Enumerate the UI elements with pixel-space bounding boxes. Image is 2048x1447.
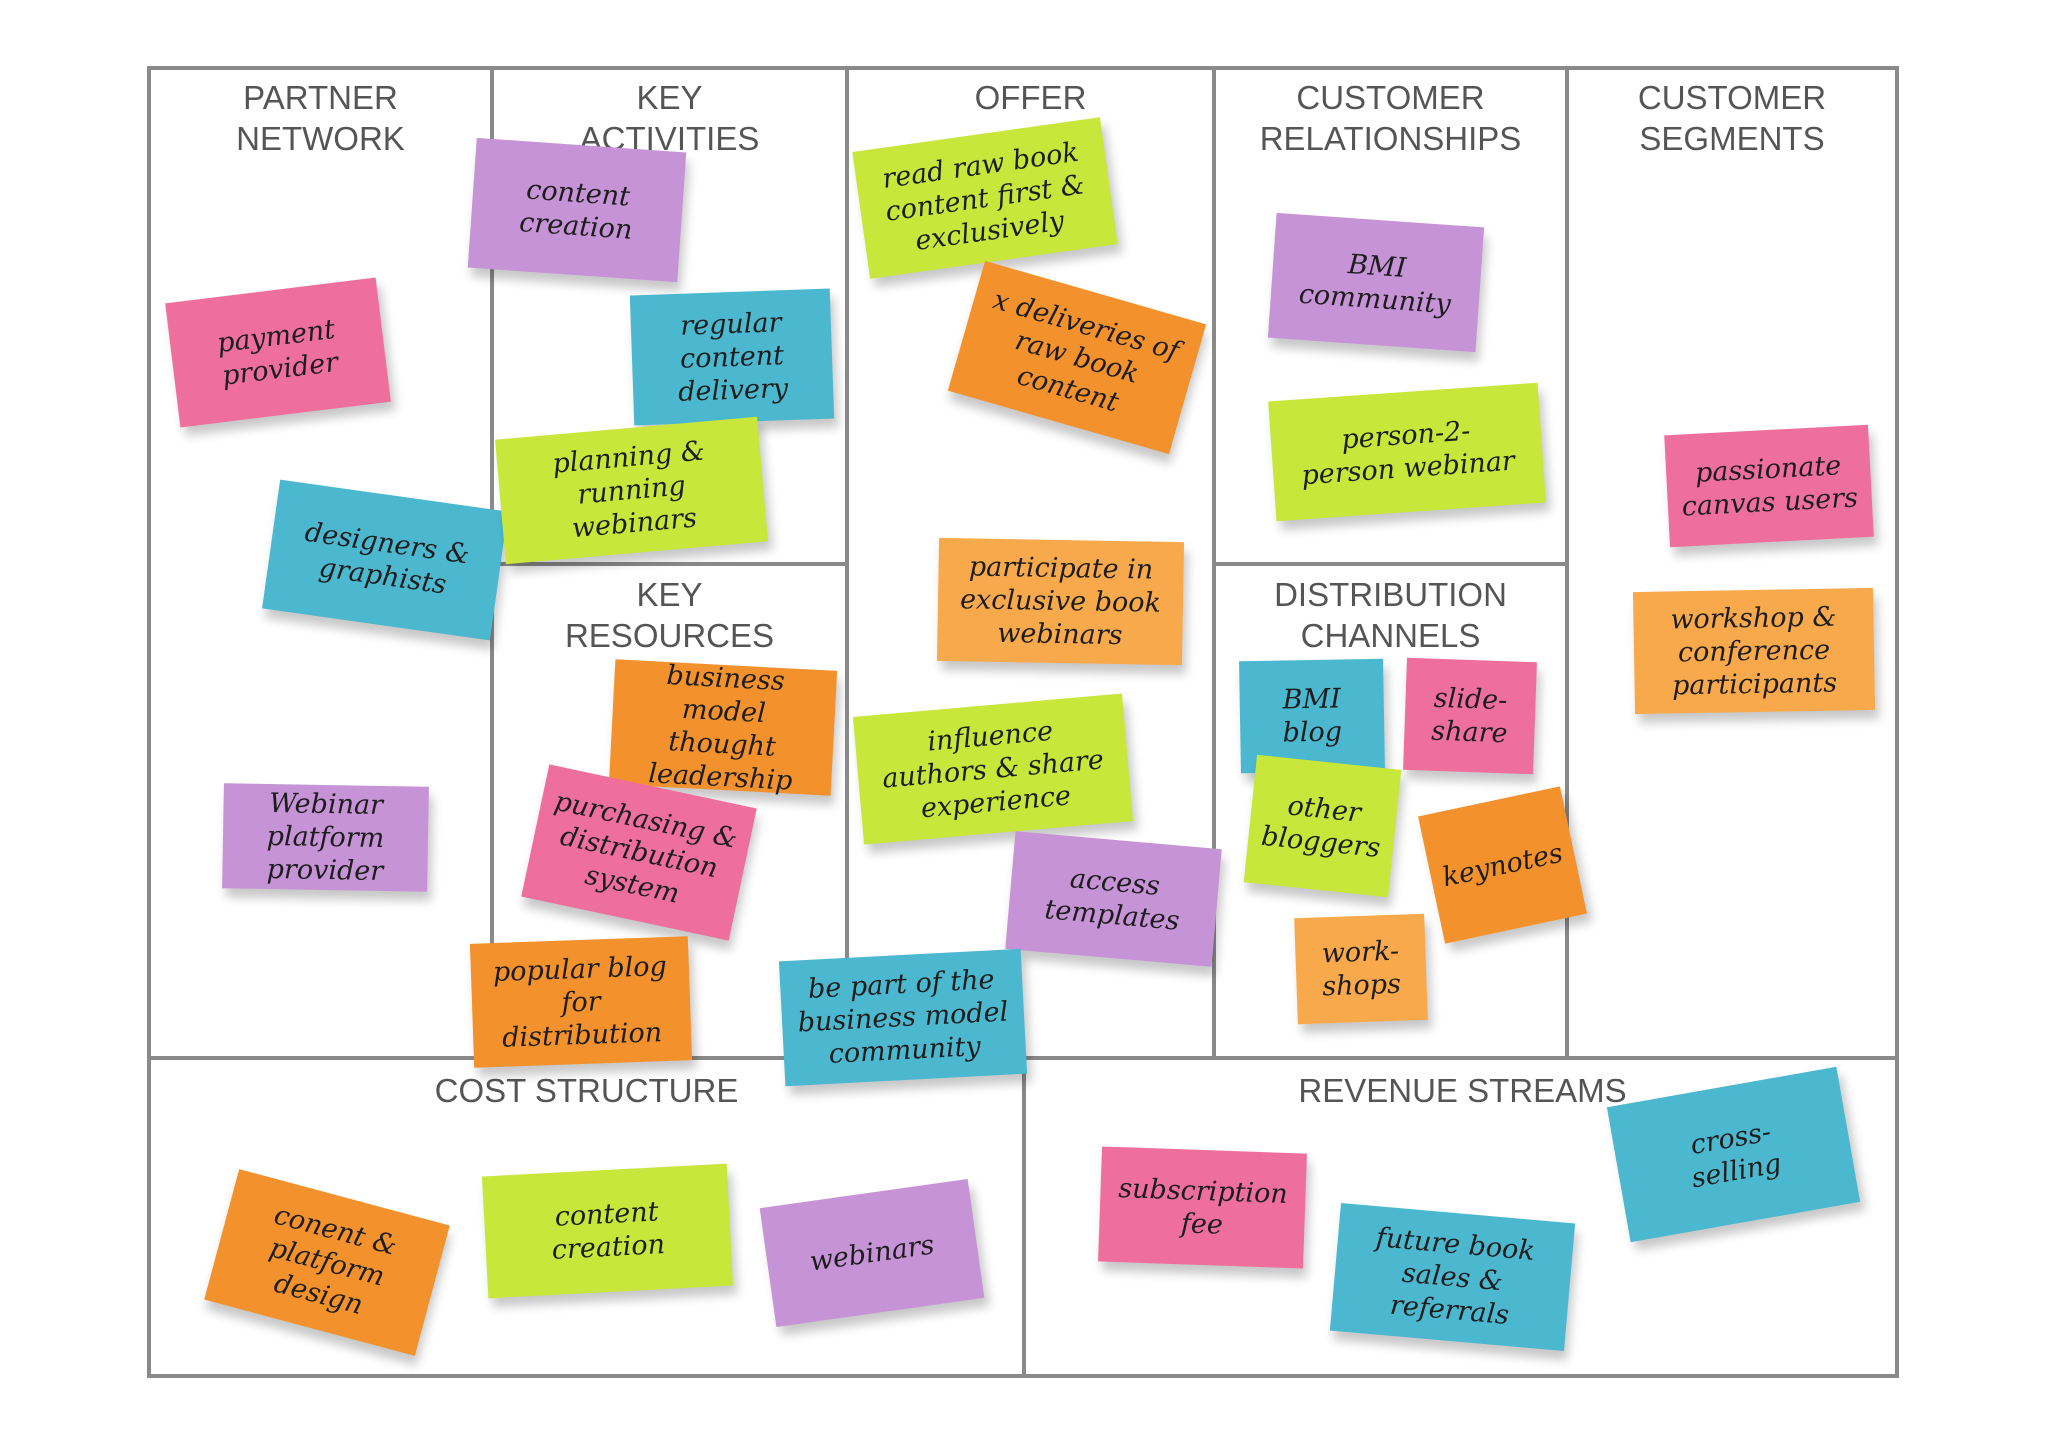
sticky-note-business-model-thought-leadership: business model thought leadership	[608, 659, 838, 796]
title-partner-network: PARTNER NETWORK	[236, 79, 405, 157]
sticky-note-access-templates: access templates	[1005, 831, 1222, 967]
sticky-note-work-shops: work- shops	[1294, 913, 1428, 1025]
sticky-note-bmi-community: BMI community	[1267, 212, 1485, 353]
sticky-note-planning-running-webinars: planning & running webinars	[495, 416, 768, 565]
sticky-note-other-bloggers: other bloggers	[1243, 754, 1402, 898]
title-customer-segments: CUSTOMER SEGMENTS	[1637, 79, 1827, 157]
sticky-note-person-2-person-webinar: person-2- person webinar	[1268, 382, 1546, 522]
divider-cost-revenue	[1022, 1056, 1026, 1378]
sticky-note-webinar-platform-provider: Webinar platform provider	[222, 783, 429, 892]
sticky-note-future-book-sales: future book sales & referrals	[1329, 1203, 1576, 1351]
title-distribution-channels: DISTRIBUTION CHANNELS	[1274, 576, 1507, 654]
sticky-note-regular-content-delivery: regular content delivery	[629, 288, 835, 426]
sticky-note-content-creation-cost: content creation	[481, 1163, 734, 1299]
sticky-note-payment-provider: payment provider	[165, 277, 391, 428]
sticky-note-passionate-canvas-users: passionate canvas users	[1664, 424, 1874, 548]
sticky-note-be-part-of-community: be part of the business model community	[778, 948, 1028, 1087]
sticky-note-influence-authors: influence authors & share experience	[852, 693, 1134, 845]
divider-activities-resources	[490, 562, 849, 566]
title-cost-structure: COST STRUCTURE	[434, 1072, 739, 1109]
sticky-note-participate-exclusive-webinars: participate in exclusive book webinars	[936, 537, 1185, 666]
sticky-note-workshop-conference-participants: workshop & conference participants	[1632, 587, 1876, 715]
title-key-resources: KEY RESOURCES	[564, 576, 775, 654]
title-offer: OFFER	[974, 79, 1087, 116]
title-revenue-streams: REVENUE STREAMS	[1298, 1072, 1627, 1109]
sticky-note-content-creation-activity: content creation	[467, 137, 687, 283]
title-key-activities: KEY ACTIVITIES	[579, 79, 760, 157]
sticky-note-slide-share: slide- share	[1403, 657, 1537, 775]
sticky-note-subscription-fee: subscription fee	[1098, 1146, 1307, 1269]
sticky-note-popular-blog-for-distribution: popular blog for distribution	[469, 936, 693, 1068]
title-customer-relationships: CUSTOMER RELATIONSHIPS	[1259, 79, 1522, 157]
divider-relationships-channels	[1212, 562, 1569, 566]
